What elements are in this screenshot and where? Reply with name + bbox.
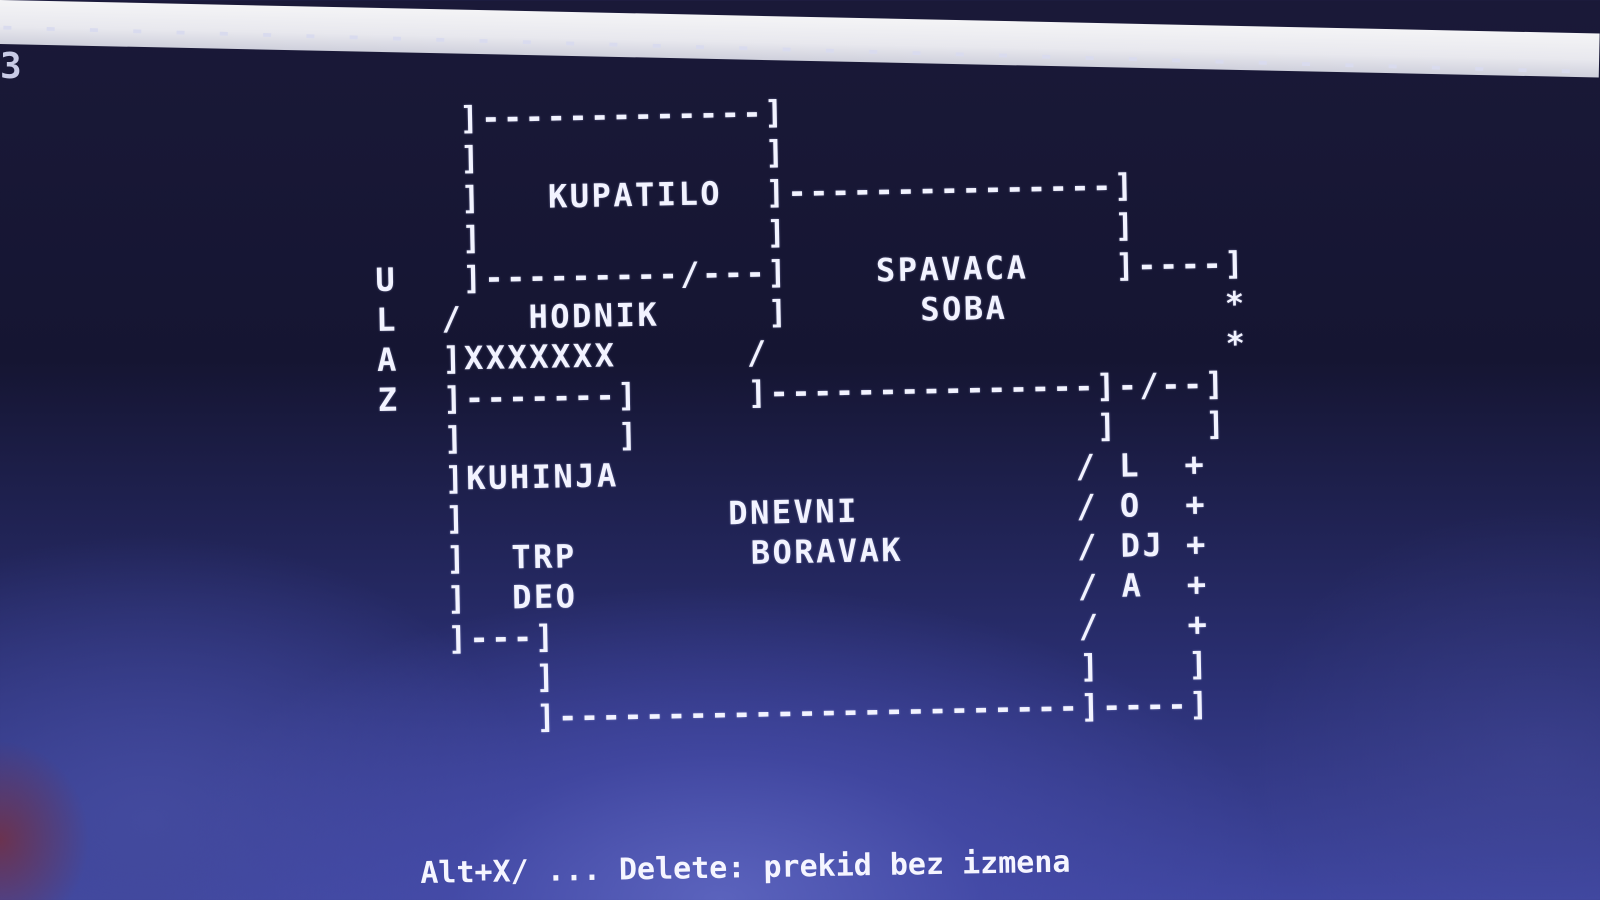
- plan-line: ]-------------]: [372, 93, 787, 139]
- corner-digit: 3: [0, 46, 22, 87]
- plan-line: ] ]: [372, 133, 787, 179]
- ascii-floor-plan: ]-------------] ] ] ] KUPATILO ]--------…: [372, 83, 1255, 740]
- status-line: Alt+X/ ... Delete: prekid bez izmena: [420, 844, 1071, 891]
- finger-blur: [0, 740, 90, 900]
